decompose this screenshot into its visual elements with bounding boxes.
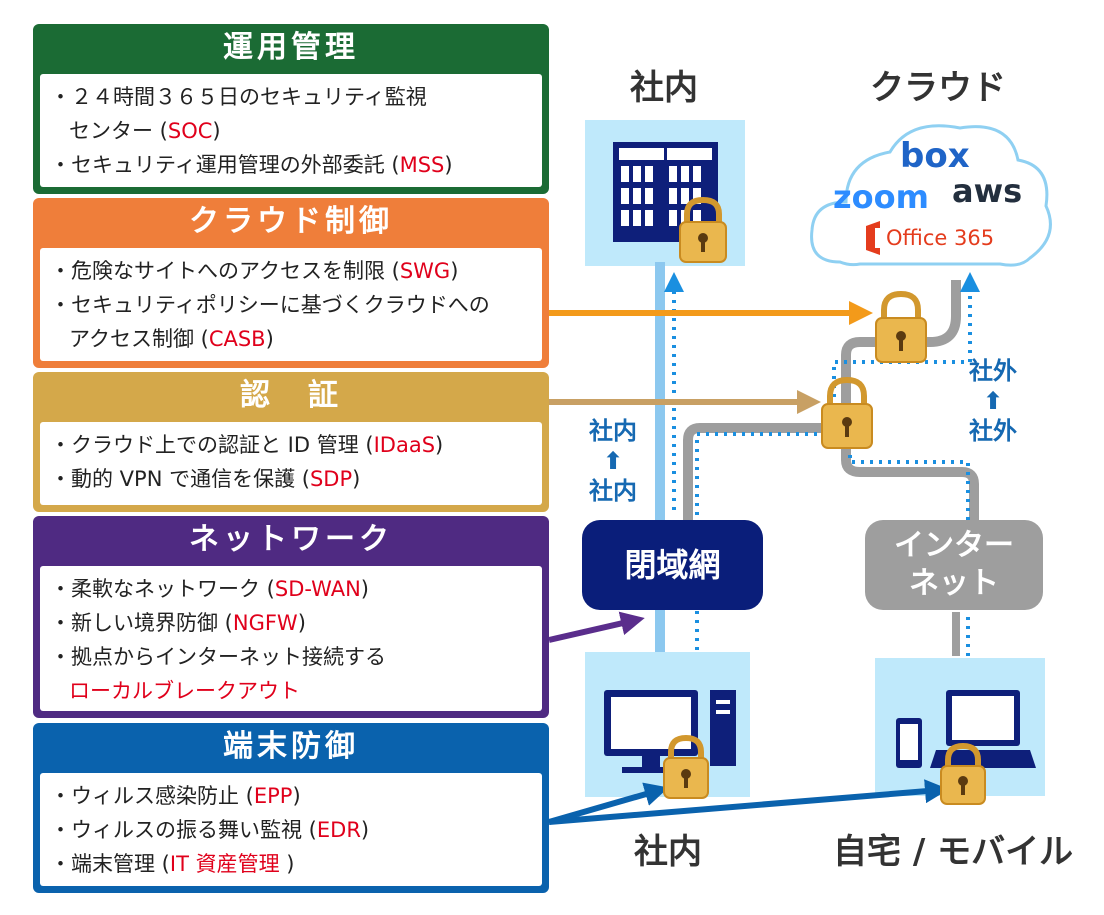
closed-network-box: 閉域網 [582, 520, 763, 610]
network-line-2: ・新しい境界防御 (NGFW) [50, 611, 306, 635]
padlock-office-bottom-icon [663, 734, 709, 799]
office365-logo-icon [866, 221, 880, 255]
box-logo: box [900, 136, 970, 176]
external-flow-arrow: ⬆ [982, 387, 1004, 415]
endpoint-line-2: ・ウィルスの振る舞い監視 (EDR) [50, 818, 370, 842]
dotted-internet-up [848, 448, 970, 520]
cloud-control-title: クラウド制御 [189, 204, 393, 239]
endpoint-panel: 端末防御 ・ウィルス感染防止 (EPP) ・ウィルスの振る舞い監視 (EDR) … [33, 723, 549, 893]
external-flow-top: 社外 [969, 357, 1017, 385]
auth-line-2: ・動的 VPN で通信を保護 (SDP) [50, 467, 361, 491]
padlock-auth-icon [821, 376, 873, 449]
cloud-control-body: ・危険なサイトへのアクセスを制限 (SWG) ・セキュリティポリシーに基づくクラ… [40, 248, 542, 361]
ops-line-3: ・セキュリティ運用管理の外部委託 (MSS) [50, 153, 453, 177]
endpoint-line-1: ・ウィルス感染防止 (EPP) [50, 784, 301, 808]
endpoint-arrow-home [548, 779, 949, 825]
cloud-line-3: アクセス制御 (CASB) [69, 327, 274, 351]
internet-label-2: ネット [909, 566, 999, 601]
auth-body: ・クラウド上での認証と ID 管理 (IDaaS) ・動的 VPN で通信を保護… [40, 422, 542, 505]
auth-title: 認 証 [240, 378, 342, 413]
external-flow-bottom: 社外 [969, 417, 1017, 445]
ops-line-1: ・２４時間３６５日のセキュリティ監視 [50, 85, 427, 109]
network-title: ネットワーク [189, 522, 393, 557]
ops-line-2: センター (SOC) [69, 119, 221, 143]
internet-box: インター ネット [865, 520, 1043, 610]
network-line-4: ローカルブレークアウト [69, 679, 300, 703]
cloud-label: クラウド [870, 68, 1006, 108]
internet-label-1: インター [894, 528, 1014, 563]
aws-logo: aws [952, 172, 1023, 210]
external-flow-label: 社外 ⬆ 社外 [963, 356, 1023, 446]
endpoint-line-3: ・端末管理 (IT 資産管理 ) [50, 852, 295, 876]
network-panel: ネットワーク ・柔軟なネットワーク (SD-WAN) ・新しい境界防御 (NGF… [33, 516, 549, 718]
internal-flow-top: 社内 [589, 417, 637, 445]
padlock-cloud-icon [875, 290, 927, 363]
network-arrow [548, 611, 645, 643]
auth-panel: 認 証 ・クラウド上での認証と ID 管理 (IDaaS) ・動的 VPN で通… [33, 372, 549, 512]
closed-network-label: 閉域網 [624, 546, 721, 584]
internal-flow-bottom: 社内 [589, 477, 637, 505]
endpoint-arrow-office [548, 782, 669, 825]
cloud-control-panel: クラウド制御 ・危険なサイトへのアクセスを制限 (SWG) ・セキュリティポリシ… [33, 198, 549, 368]
internal-flow-label: 社内 ⬆ 社内 [583, 416, 643, 506]
network-body: ・柔軟なネットワーク (SD-WAN) ・新しい境界防御 (NGFW) ・拠点か… [40, 566, 542, 711]
cloud-line-2: ・セキュリティポリシーに基づくクラウドへの [50, 293, 490, 317]
gray-path-internet-cloud [841, 440, 979, 520]
office-top-label: 社内 [630, 68, 698, 108]
padlock-home-icon [940, 742, 986, 805]
office-bottom-label: 社内 [634, 832, 702, 872]
ops-panel: 運用管理 ・２４時間３６５日のセキュリティ監視 センター (SOC) ・セキュリ… [33, 24, 549, 194]
internal-flow-arrow: ⬆ [602, 447, 624, 475]
endpoint-body: ・ウィルス感染防止 (EPP) ・ウィルスの振る舞い監視 (EDR) ・端末管理… [40, 773, 542, 886]
gray-path-office-cloud [683, 280, 961, 520]
ops-title: 運用管理 [223, 30, 359, 65]
cloud-line-1: ・危険なサイトへのアクセスを制限 (SWG) [50, 259, 459, 283]
ops-body: ・２４時間３６５日のセキュリティ監視 センター (SOC) ・セキュリティ運用管… [40, 74, 542, 187]
office365-logo: Office 365 [886, 226, 995, 250]
endpoint-title: 端末防御 [223, 729, 359, 764]
padlock-office-top-icon [679, 196, 727, 263]
home-mobile-label: 自宅 / モバイル [833, 832, 1074, 872]
auth-line-1: ・クラウド上での認証と ID 管理 (IDaaS) [50, 433, 444, 457]
laptop-phone-icon [896, 690, 1036, 768]
network-line-3: ・拠点からインターネット接続する [50, 645, 386, 669]
zoom-logo: zoom [833, 178, 929, 216]
network-line-1: ・柔軟なネットワーク (SD-WAN) [50, 577, 369, 601]
